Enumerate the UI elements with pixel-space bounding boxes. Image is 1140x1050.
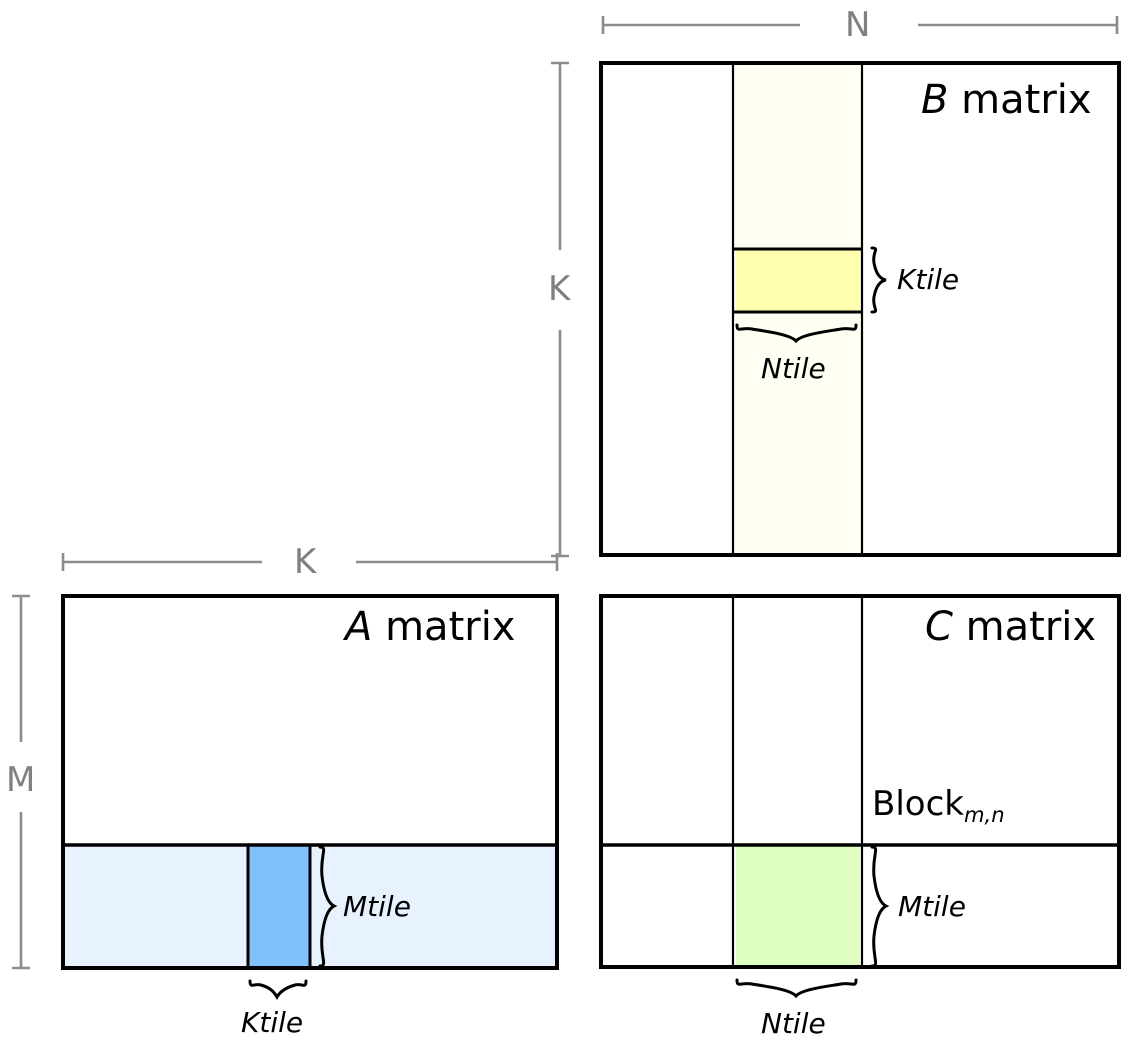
matrix-c-title-symbol: C	[925, 604, 953, 650]
matrix-a-shape	[61, 594, 559, 970]
matrix-b-title-rest: matrix	[948, 77, 1092, 123]
b-active-tile	[736, 249, 860, 312]
dimension-label-m: M	[6, 760, 36, 800]
dimension-line-m	[12, 594, 30, 970]
matrix-b-shape	[599, 61, 1121, 557]
label-c-block-subscript: m,n	[963, 801, 1005, 827]
a-active-tile	[248, 845, 310, 968]
matrix-c-title-rest: matrix	[952, 604, 1097, 650]
dimension-line-n	[601, 16, 1119, 34]
brace-a-ktile	[248, 979, 308, 1001]
brace-b-ktile	[870, 246, 887, 314]
matrix-b-border	[599, 61, 1121, 557]
label-a-ktile: Ktile	[241, 1006, 304, 1039]
dimension-label-k-vertical: K	[548, 269, 571, 309]
matrix-a-title-symbol: A	[345, 604, 373, 650]
dimension-label-k-horizontal: K	[294, 542, 317, 582]
brace-b-ntile	[735, 323, 858, 344]
dimension-label-n: N	[845, 5, 871, 45]
label-c-block: Blockm,n	[872, 784, 1005, 825]
label-c-mtile: Mtile	[898, 890, 966, 923]
matrix-c-border	[599, 594, 1121, 969]
matrix-c-title: C matrix	[925, 607, 1096, 647]
label-a-mtile: Mtile	[343, 890, 411, 923]
matrix-a-title: A matrix	[345, 607, 515, 647]
brace-a-mtile	[318, 845, 338, 968]
dimension-line-k-horizontal	[61, 553, 559, 571]
matrix-b-title: B matrix	[921, 80, 1092, 120]
matrix-b-title-symbol: B	[921, 77, 949, 123]
matrix-a-border	[61, 594, 559, 970]
c-active-tile	[736, 845, 860, 967]
matrix-c-shape	[599, 594, 1121, 969]
dimension-line-k-vertical	[551, 61, 569, 558]
brace-c-ntile	[735, 978, 858, 999]
label-b-ktile: Ktile	[897, 263, 960, 296]
label-c-block-text: Block	[872, 784, 964, 824]
label-b-ntile: Ntile	[761, 352, 826, 385]
label-c-ntile: Ntile	[761, 1007, 826, 1040]
brace-c-mtile	[870, 845, 890, 968]
matrix-a-title-rest: matrix	[372, 604, 516, 650]
